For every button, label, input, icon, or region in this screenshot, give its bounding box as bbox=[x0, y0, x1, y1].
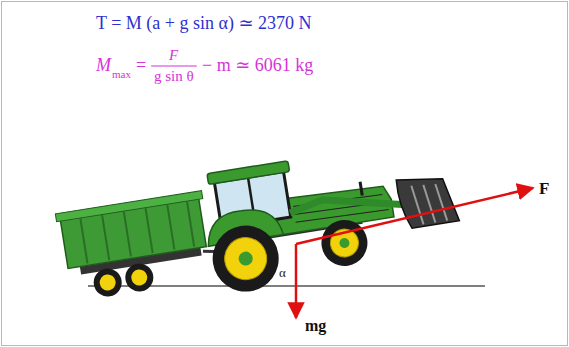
bucket-tines bbox=[411, 181, 447, 225]
angle-label: α bbox=[279, 266, 286, 279]
formula-symbol: M bbox=[96, 56, 111, 74]
front-tyre bbox=[318, 217, 371, 270]
rear-tyre bbox=[208, 221, 284, 297]
fraction-denominator: g sin θ bbox=[154, 69, 194, 84]
front-hub bbox=[339, 237, 350, 248]
loader-bucket bbox=[396, 171, 459, 229]
force-label: F bbox=[539, 180, 549, 197]
formula-text: T = M (a + g sin α) ≃ 2370 N bbox=[96, 14, 311, 32]
rear-rim bbox=[222, 235, 270, 283]
formula-sign: = bbox=[136, 56, 146, 74]
fraction-numerator: F bbox=[169, 48, 178, 63]
tractor-with-trailer bbox=[53, 136, 465, 320]
trailer-rim bbox=[55, 191, 202, 222]
weight-arrow bbox=[295, 244, 298, 318]
trailer-rim bbox=[99, 273, 117, 291]
cab-roof bbox=[207, 161, 290, 185]
exhaust bbox=[360, 182, 362, 196]
force-label: mg bbox=[305, 318, 326, 334]
trailer-wheel bbox=[92, 266, 124, 298]
loader-arm bbox=[289, 187, 406, 223]
trailer-rim bbox=[130, 268, 148, 286]
force-arrow bbox=[296, 188, 533, 244]
formula-text: − m ≃ 6061 kg bbox=[202, 56, 313, 74]
rear-hub bbox=[238, 251, 254, 267]
trailer-ribs bbox=[80, 201, 194, 263]
fraction-bar bbox=[151, 65, 197, 66]
trailer-wheel bbox=[123, 261, 155, 293]
formula-subscript: max bbox=[112, 69, 131, 80]
